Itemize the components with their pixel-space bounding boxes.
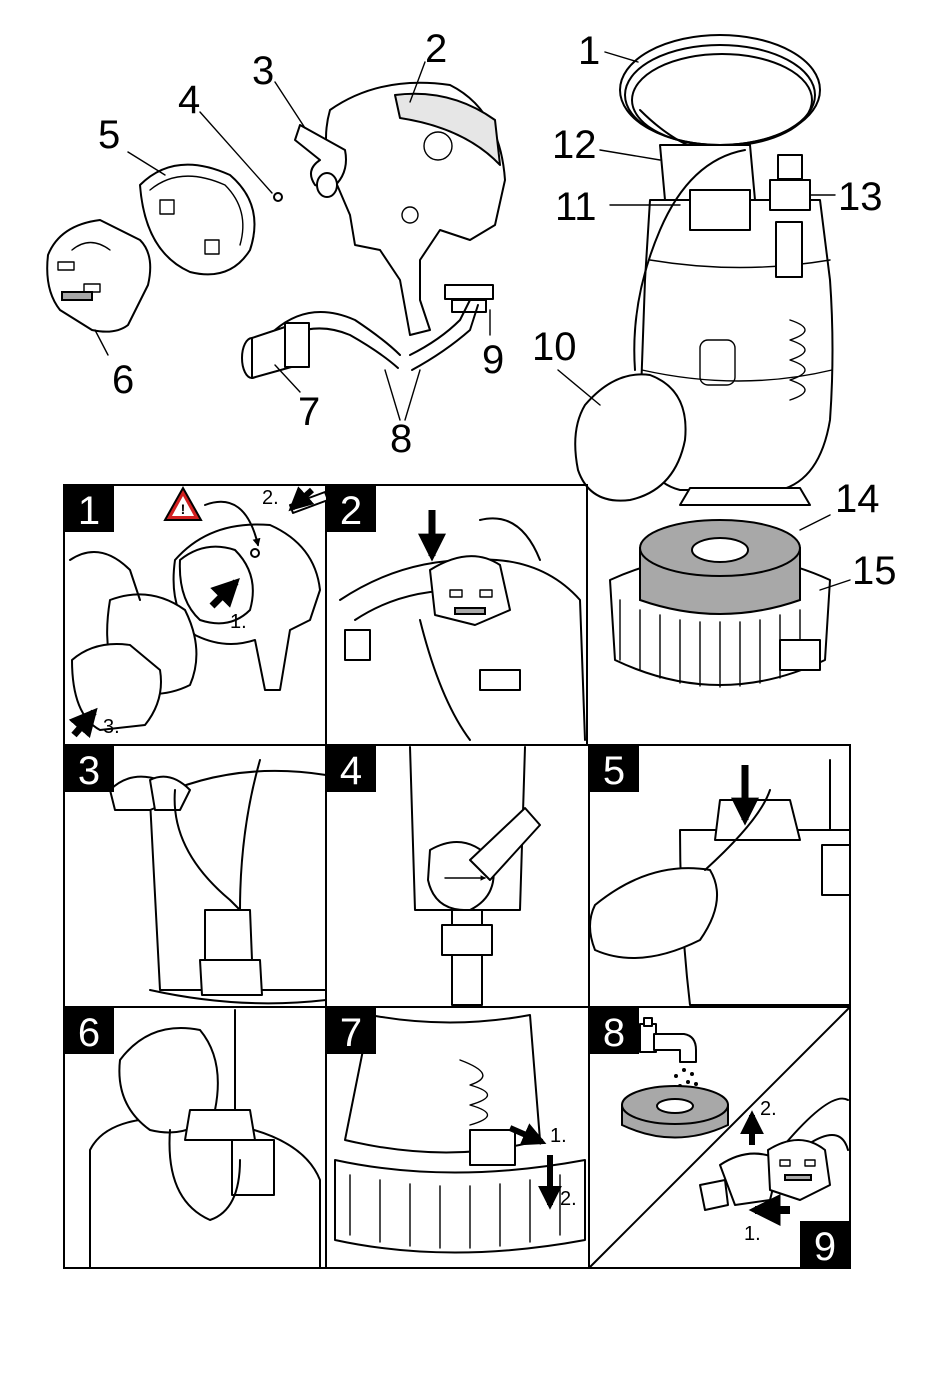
step-number-1: 1	[78, 489, 100, 533]
panel-step-6: 6	[64, 1007, 320, 1268]
substep-2: 2.	[262, 487, 279, 509]
callout-5: 5	[98, 113, 120, 157]
filter-base-assembly	[610, 520, 830, 687]
clip-part	[445, 285, 493, 312]
pump-overview	[575, 35, 832, 505]
callout-7: 7	[298, 390, 320, 434]
panel-step-4: 4	[326, 745, 540, 1005]
svg-text:!: !	[181, 501, 186, 517]
substep-9-2: 2.	[760, 1098, 777, 1120]
callout-3: 3	[252, 49, 274, 93]
substep-1: 1.	[230, 611, 247, 633]
callout-9: 9	[482, 338, 504, 382]
water-drops	[674, 1068, 698, 1088]
hose-end-part	[242, 323, 309, 378]
callout-13: 13	[838, 175, 883, 219]
power-cable-coil	[620, 35, 820, 150]
callout-15: 15	[852, 549, 897, 593]
callout-1: 1	[578, 29, 600, 73]
callout-6: 6	[112, 358, 134, 402]
substep-7-2: 2.	[560, 1188, 577, 1210]
step-number-6: 6	[78, 1011, 100, 1055]
substep-9-1: 1.	[744, 1223, 761, 1245]
panel-step-5: 5	[589, 745, 850, 1005]
callout-12: 12	[552, 123, 597, 167]
clamp-ring-part	[140, 165, 255, 275]
callout-8: 8	[390, 417, 412, 461]
callout-14: 14	[835, 477, 880, 521]
callout-2: 2	[425, 27, 447, 71]
step-number-8: 8	[603, 1011, 625, 1055]
filter-pad	[640, 520, 800, 614]
callout-10: 10	[532, 325, 577, 369]
water-tap-icon	[640, 1018, 696, 1062]
panel-step-7: 1. 2. 7	[326, 1007, 585, 1253]
callout-4: 4	[178, 78, 200, 122]
panel-step-2: 2	[326, 485, 585, 740]
warning-triangle-icon: !	[165, 488, 201, 520]
pump-base	[680, 488, 810, 505]
callout-11: 11	[555, 185, 597, 229]
substep-7-1: 1.	[550, 1125, 567, 1147]
step-number-4: 4	[340, 749, 362, 793]
step-number-3: 3	[78, 749, 100, 793]
panel-step-8: 8	[589, 1007, 728, 1138]
o-ring-part	[274, 193, 282, 201]
step-number-9: 9	[814, 1225, 836, 1269]
substep-3: 3.	[103, 716, 120, 738]
step-number-5: 5	[603, 749, 625, 793]
filter-pad-wash	[622, 1086, 728, 1138]
panel-step-3: 3	[64, 745, 326, 1003]
step-number-2: 2	[340, 489, 362, 533]
panel-step-1: ! 1. 2. 3. 1	[64, 485, 328, 738]
step-number-7: 7	[340, 1011, 362, 1055]
front-cover-part	[47, 220, 150, 332]
